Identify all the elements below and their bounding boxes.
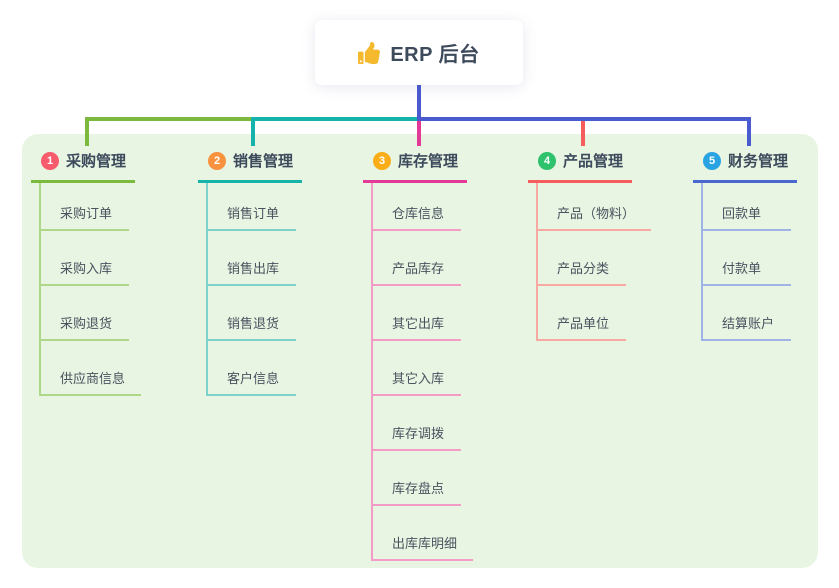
branch-item[interactable]: 付款单 [703, 231, 791, 286]
branch-item-label: 产品单位 [538, 313, 626, 341]
branch-header[interactable]: 4 产品管理 [528, 150, 632, 183]
branch-column-2: 2 销售管理销售订单销售出库销售退货客户信息 [198, 150, 302, 396]
branch-item[interactable]: 库存调拨 [373, 396, 473, 451]
root-node[interactable]: ERP 后台 [315, 20, 523, 85]
branch-item[interactable]: 产品库存 [373, 231, 473, 286]
branch-column-5: 5 财务管理回款单付款单结算账户 [693, 150, 797, 341]
branch-item-label: 其它出库 [373, 313, 461, 341]
branch-item[interactable]: 产品分类 [538, 231, 651, 286]
branch-drop-line-5 [747, 117, 751, 146]
branch-number-badge: 5 [703, 151, 721, 170]
branch-item-label: 产品（物料） [538, 203, 652, 231]
branch-item-label: 供应商信息 [41, 368, 142, 396]
thumbs-up-icon [358, 41, 381, 64]
branch-item[interactable]: 供应商信息 [41, 341, 142, 396]
bus-segment [251, 117, 421, 121]
branch-title: 采购管理 [66, 153, 127, 170]
branch-header[interactable]: 3 库存管理 [363, 150, 467, 183]
branch-header[interactable]: 2 销售管理 [198, 150, 302, 183]
root-connector-line [417, 85, 421, 119]
branch-item[interactable]: 其它入库 [373, 341, 473, 396]
branch-item-label: 采购订单 [41, 203, 129, 231]
branch-item-label: 销售出库 [208, 258, 296, 286]
branch-item-label: 采购入库 [41, 258, 129, 286]
branch-title: 产品管理 [563, 153, 624, 170]
branch-column-4: 4 产品管理产品（物料） 产品分类产品单位 [528, 150, 652, 341]
branch-number-badge: 4 [538, 151, 556, 170]
branch-item[interactable]: 库存盘点 [373, 451, 473, 506]
branch-item-label: 销售退货 [208, 313, 296, 341]
root-title: ERP 后台 [390, 44, 480, 66]
branch-item-label: 库存调拨 [373, 423, 461, 451]
branch-item-label: 回款单 [703, 203, 791, 231]
branch-number-badge: 1 [41, 151, 59, 170]
branch-item[interactable]: 仓库信息 [373, 183, 473, 231]
branch-item-list: 销售订单销售出库销售退货客户信息 [206, 183, 296, 396]
branch-column-1: 1 采购管理采购订单采购入库采购退货供应商信息 [31, 150, 142, 396]
branch-item[interactable]: 采购订单 [41, 183, 141, 231]
branch-item-label: 结算账户 [703, 313, 791, 341]
branch-title: 库存管理 [398, 153, 459, 170]
branches-panel [22, 134, 818, 568]
branch-item-label: 库存盘点 [373, 478, 461, 506]
branch-item[interactable]: 销售订单 [208, 183, 296, 231]
branch-header[interactable]: 5 财务管理 [693, 150, 797, 183]
branch-item-label: 产品库存 [373, 258, 461, 286]
branch-item[interactable]: 出库库明细 [373, 506, 474, 561]
bus-segment [85, 117, 255, 121]
branch-item-label: 仓库信息 [373, 203, 461, 231]
branch-item[interactable]: 客户信息 [208, 341, 296, 396]
branch-column-3: 3 库存管理仓库信息产品库存其它出库其它入库库存调拨库存盘点出库库明细 [363, 150, 474, 561]
branch-item[interactable]: 结算账户 [703, 286, 791, 341]
branch-header[interactable]: 1 采购管理 [31, 150, 135, 183]
branch-item[interactable]: 其它出库 [373, 286, 473, 341]
branch-item-label: 销售订单 [208, 203, 296, 231]
branch-item-label: 出库库明细 [373, 533, 474, 561]
branch-item-label: 客户信息 [208, 368, 296, 396]
branch-title: 财务管理 [728, 153, 789, 170]
branch-item-list: 仓库信息产品库存其它出库其它入库库存调拨库存盘点出库库明细 [371, 183, 474, 561]
branch-item-list: 回款单付款单结算账户 [701, 183, 791, 341]
branch-item-label: 产品分类 [538, 258, 626, 286]
branch-item[interactable]: 销售出库 [208, 231, 296, 286]
branch-item[interactable]: 采购退货 [41, 286, 141, 341]
branch-item-label: 采购退货 [41, 313, 129, 341]
branch-item[interactable]: 产品（物料） [538, 183, 652, 231]
branch-item[interactable]: 回款单 [703, 183, 791, 231]
branch-item[interactable]: 产品单位 [538, 286, 651, 341]
bus-segment [417, 117, 751, 121]
branch-item-label: 付款单 [703, 258, 791, 286]
branch-item-label: 其它入库 [373, 368, 461, 396]
branch-number-badge: 2 [208, 151, 226, 170]
branch-title: 销售管理 [233, 153, 294, 170]
branch-item-list: 产品（物料） 产品分类产品单位 [536, 183, 652, 341]
branch-item[interactable]: 采购入库 [41, 231, 141, 286]
branch-item[interactable]: 销售退货 [208, 286, 296, 341]
branch-drop-line-1 [85, 117, 89, 146]
branch-item-list: 采购订单采购入库采购退货供应商信息 [39, 183, 142, 396]
branch-drop-line-2 [251, 117, 255, 146]
branch-drop-line-4 [581, 117, 585, 146]
branch-number-badge: 3 [373, 151, 391, 170]
branch-drop-line-3 [417, 117, 421, 146]
